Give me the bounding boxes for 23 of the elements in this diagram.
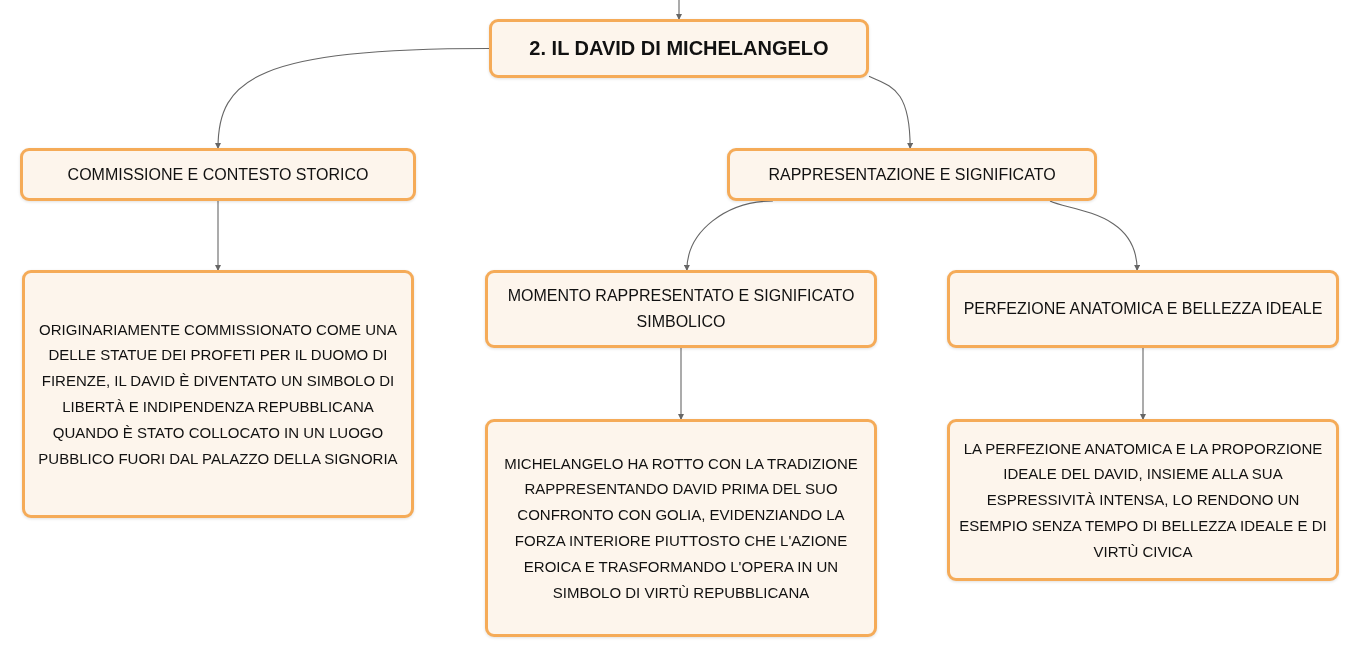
topic-text: LA PERFEZIONE ANATOMICA E LA PROPORZIONE IDEALE DEL DAVID, INSIEME ALLA SUA ESPRESSIVITÀ INTENSA, LO RENDONO UN ESEMPIO SENZA TEMPO DI BELLEZZA IDEALE E DI VIRTÙ CIVICA <box>958 438 1328 562</box>
topic-text: RAPPRESENTAZIONE E SIGNIFICATO <box>768 164 1056 185</box>
topic-box <box>485 270 877 348</box>
topic-text: 2. IL DAVID DI MICHELANGELO <box>529 36 829 62</box>
arrow <box>1049 200 1140 271</box>
arrow <box>678 347 684 420</box>
arrow <box>676 0 682 20</box>
topic-box <box>489 19 869 78</box>
topic-box <box>947 419 1339 581</box>
topic-text: COMMISSIONE E CONTESTO STORICO <box>67 164 369 185</box>
topic-box <box>727 148 1097 201</box>
topic-box <box>485 419 877 637</box>
arrow <box>1140 347 1146 420</box>
topic-text: MOMENTO RAPPRESENTATO E SIGNIFICATO SIMBOLICO <box>506 286 856 332</box>
arrow <box>215 200 221 271</box>
topic-box <box>947 270 1339 348</box>
arrow <box>215 47 490 149</box>
topic-box <box>20 148 416 201</box>
topic-text: PERFEZIONE ANATOMICA E BELLEZZA IDEALE <box>963 299 1323 320</box>
topic-text: MICHELANGELO HA ROTTO CON LA TRADIZIONE RAPPRESENTANDO DAVID PRIMA DEL SUO CONFRONTO CON GOLIA, EVIDENZIANDO LA FORZA INTERIORE PIUTTOSTO CHE L'AZIONE EROICA E TRASFORMANDO L'OPERA IN UN SIMBOLO DI VIRTÙ REPUBBLICANA <box>503 453 859 603</box>
topic-box <box>22 270 414 518</box>
topic-text: ORIGINARIAMENTE COMMISSIONATO COME UNA DELLE STATUE DEI PROFETI PER IL DUOMO DI FIRENZE, IL DAVID È DIVENTATO UN SIMBOLO DI LIBERTÀ E INDIPENDENZA REPUBBLICANA QUANDO È STATO COLLOCATO IN UN LUOGO PUBBLICO FUORI DAL PALAZZO DELLA SIGNORIA <box>37 319 399 469</box>
arrow <box>868 75 913 149</box>
